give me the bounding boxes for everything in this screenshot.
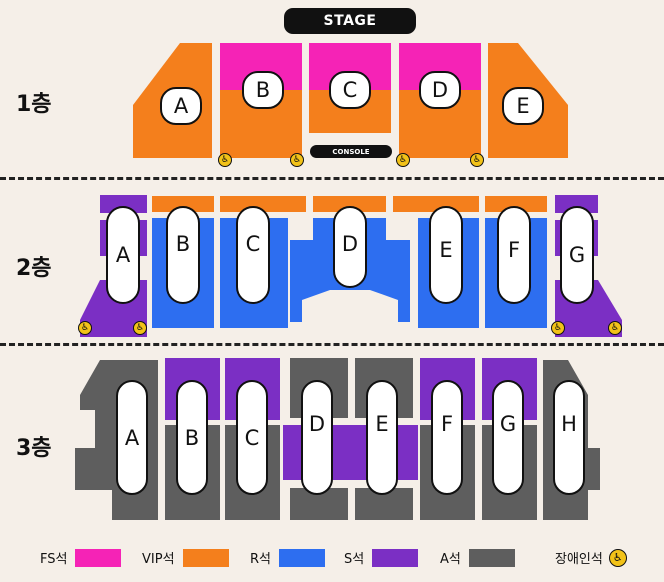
floor3-section-e-label[interactable]: E (366, 380, 398, 495)
floor3-section-g-label[interactable]: G (492, 380, 524, 495)
floor1-section-a-label[interactable]: A (160, 87, 202, 125)
legend-a-swatch (468, 548, 515, 567)
floor2-section-e-label[interactable]: E (429, 206, 463, 304)
legend-s: S석 (344, 548, 419, 567)
legend-a: A석 (440, 548, 515, 567)
legend-fs-swatch (75, 548, 122, 567)
floor3-section-b-label[interactable]: B (176, 380, 208, 495)
floor1-section-d-label[interactable]: D (419, 71, 461, 109)
stage-label: STAGE (284, 8, 416, 34)
floor2-section-a-label[interactable]: A (106, 206, 140, 304)
wheelchair-icon: ♿ (218, 153, 232, 167)
floor2-vip-row-d[interactable] (313, 196, 386, 212)
floor2-section-c-label[interactable]: C (236, 206, 270, 304)
legend-r-label: R석 (250, 552, 271, 567)
floor-3-label: 3층 (16, 436, 52, 461)
legend-fs-label: FS석 (40, 552, 68, 567)
console-label: CONSOLE (310, 145, 392, 158)
floor3-section-c-label[interactable]: C (236, 380, 268, 495)
legend-fs: FS석 (40, 548, 122, 567)
legend-r: R석 (250, 548, 325, 567)
floor2-vip-row-f[interactable] (485, 196, 547, 212)
floor2-vip-row-e[interactable] (393, 196, 479, 212)
floor1-section-e-label[interactable]: E (502, 87, 544, 125)
wheelchair-icon: ♿ (608, 548, 627, 567)
legend-r-swatch (279, 548, 325, 567)
legend-wheelchair-label: 장애인석 (555, 552, 603, 567)
wheelchair-icon: ♿ (78, 321, 92, 335)
wheelchair-icon: ♿ (470, 153, 484, 167)
legend-s-swatch (372, 548, 419, 567)
floor3-section-h-label[interactable]: H (553, 380, 585, 495)
wheelchair-icon: ♿ (133, 321, 147, 335)
floor2-section-f-label[interactable]: F (497, 206, 531, 304)
floor2-section-d-label[interactable]: D (333, 206, 367, 288)
floor-1-label: 1층 (16, 92, 52, 117)
legend-a-label: A석 (440, 552, 461, 567)
wheelchair-icon: ♿ (396, 153, 410, 167)
floor3-section-a-label[interactable]: A (116, 380, 148, 495)
floor2-vip-row-c[interactable] (220, 196, 306, 212)
floor2-vip-row-b[interactable] (152, 196, 214, 212)
floor-divider-2 (0, 343, 664, 346)
wheelchair-icon: ♿ (551, 321, 565, 335)
floor2-section-b-label[interactable]: B (166, 206, 200, 304)
floor3-section-f-label[interactable]: F (431, 380, 463, 495)
legend-vip-label: VIP석 (142, 552, 175, 567)
floor1-section-c-label[interactable]: C (329, 71, 371, 109)
floor1-section-b-label[interactable]: B (242, 71, 284, 109)
legend-s-label: S석 (344, 552, 365, 567)
floor3-section-d-label[interactable]: D (301, 380, 333, 495)
floor-divider-1 (0, 177, 664, 180)
legend-wheelchair: 장애인석 ♿ (555, 548, 627, 567)
wheelchair-icon: ♿ (608, 321, 622, 335)
wheelchair-icon: ♿ (290, 153, 304, 167)
legend-vip-swatch (182, 548, 229, 567)
floor2-section-g-label[interactable]: G (560, 206, 594, 304)
floor-2-label: 2층 (16, 256, 52, 281)
legend-vip: VIP석 (142, 548, 229, 567)
